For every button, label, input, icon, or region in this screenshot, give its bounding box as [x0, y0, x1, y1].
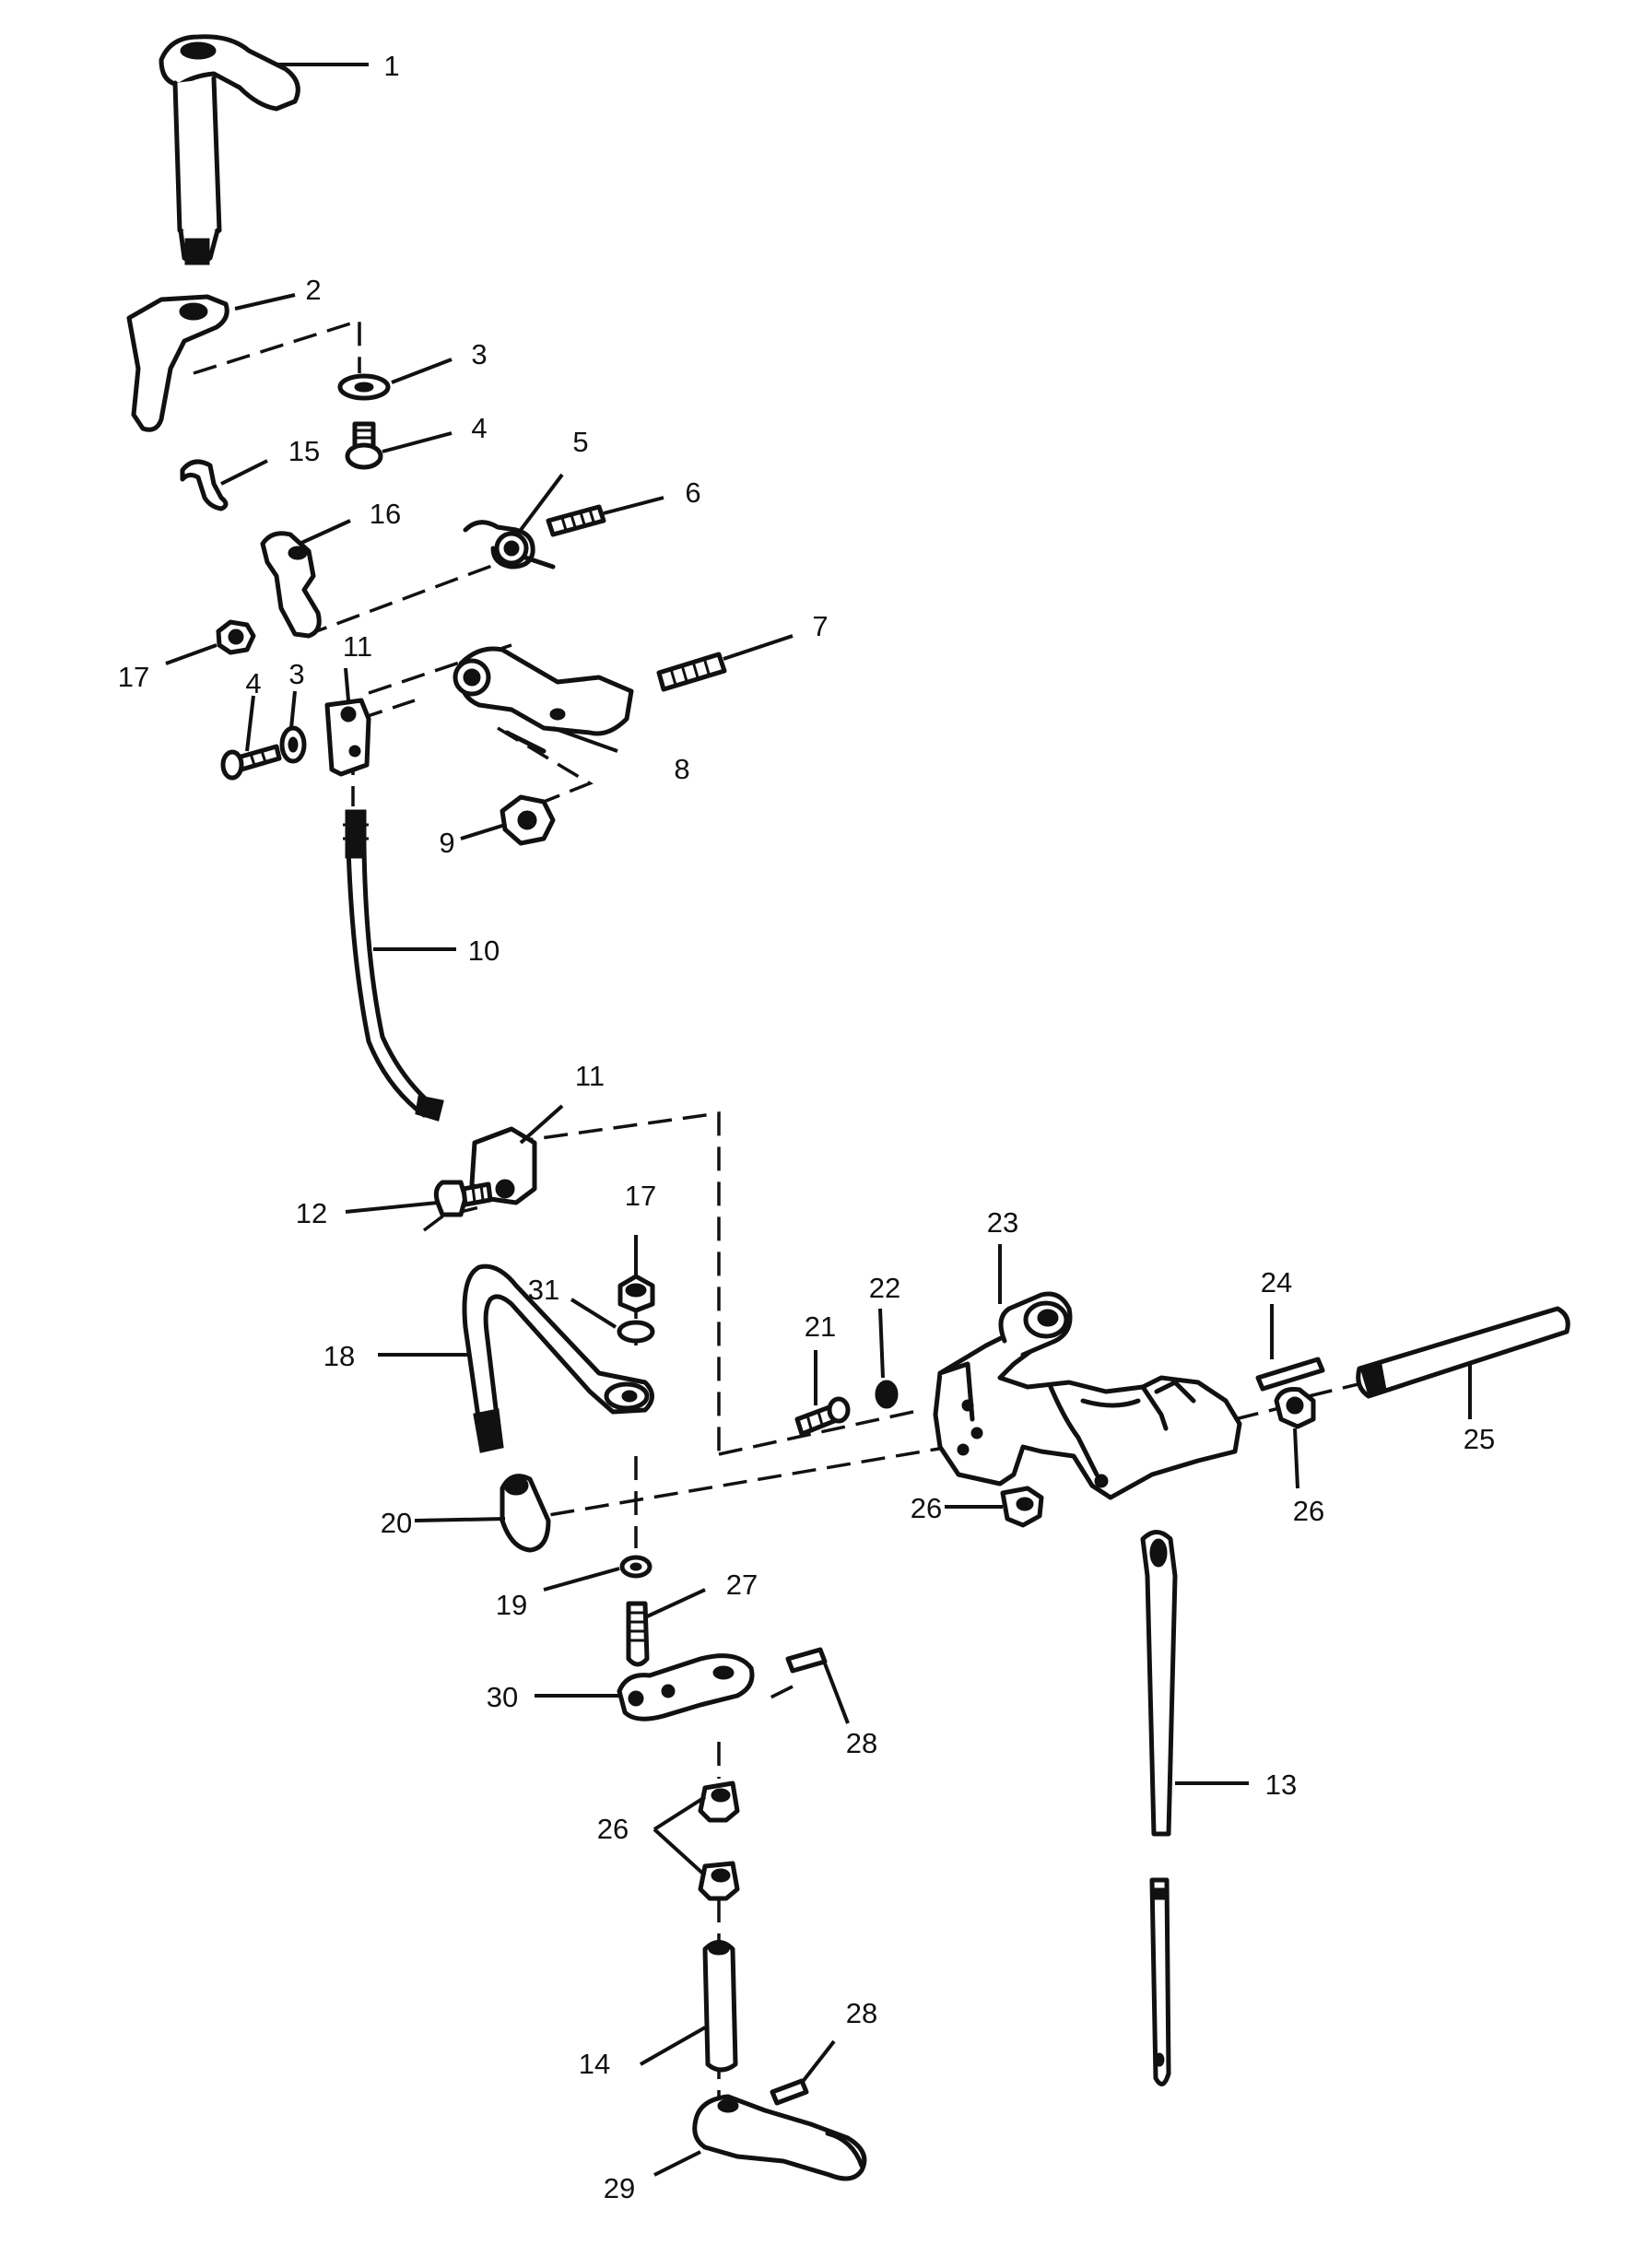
part-20-bushing	[500, 1474, 551, 1553]
part-3-washer-left	[279, 725, 307, 764]
part-12-screw	[433, 1180, 493, 1217]
assembly-lines	[193, 318, 1374, 2120]
callout-31: 31	[528, 1274, 559, 1306]
callout-4-left: 4	[245, 667, 261, 699]
callout-8: 8	[674, 753, 689, 785]
part-26-bushing-lower-a	[698, 1780, 740, 1823]
part-7-threaded-stud	[656, 652, 727, 692]
part-6-stud	[546, 504, 606, 537]
part-22-washer	[875, 1380, 899, 1409]
part-28-pin-lower	[770, 2078, 809, 2106]
callout-6: 6	[685, 476, 700, 509]
callout-17-lower: 17	[625, 1180, 656, 1212]
part-15-clip	[180, 459, 229, 511]
callout-26-middle: 26	[911, 1492, 942, 1524]
part-5-spring	[463, 520, 556, 570]
callout-4-upper: 4	[471, 412, 487, 444]
callout-1: 1	[383, 50, 399, 82]
part-27-stud	[626, 1601, 650, 1667]
part-14-pin-shaft	[702, 1940, 738, 2073]
callout-20: 20	[381, 1507, 412, 1539]
part-23-bracket-assembly	[933, 1291, 1242, 1500]
callout-12: 12	[296, 1197, 327, 1229]
part-30-bellcrank	[617, 1653, 755, 1722]
part-26-bushing-right	[1274, 1387, 1316, 1429]
part-21-screw	[794, 1396, 851, 1437]
callout-27: 27	[726, 1569, 758, 1601]
callout-24: 24	[1261, 1266, 1292, 1299]
callout-3-upper: 3	[471, 338, 487, 370]
callout-3-left: 3	[288, 658, 304, 690]
callout-17-upper: 17	[118, 661, 149, 693]
callout-15: 15	[288, 435, 320, 467]
part-4-screw-upper	[345, 421, 383, 470]
part-19-washer	[619, 1555, 653, 1579]
callout-11-upper: 11	[343, 630, 372, 663]
part-29-lower-lever	[692, 2094, 867, 2181]
part-2-lever	[126, 294, 229, 432]
callout-28-lower: 28	[846, 1997, 877, 2029]
part-18-bent-rod	[462, 1263, 654, 1453]
part-13-long-rod	[1140, 1530, 1178, 2086]
callout-28-upper: 28	[846, 1727, 877, 1759]
callout-29: 29	[604, 2172, 635, 2204]
part-31-washer	[617, 1320, 655, 1344]
callout-30: 30	[487, 1681, 518, 1713]
part-26-bushing-middle	[1000, 1486, 1044, 1528]
callout-23: 23	[987, 1206, 1018, 1239]
part-3-washer-upper	[337, 373, 391, 401]
callout-2: 2	[305, 274, 321, 306]
callout-21: 21	[805, 1310, 836, 1343]
part-4-screw-left	[220, 744, 282, 781]
callout-14: 14	[579, 2048, 610, 2080]
callout-25: 25	[1464, 1423, 1495, 1455]
callout-26-lower: 26	[597, 1813, 629, 1845]
callout-22: 22	[869, 1272, 900, 1304]
part-16-link	[260, 531, 322, 639]
part-17-nut-lower	[617, 1274, 655, 1313]
part-1-handle-shaft	[159, 34, 300, 265]
callout-labels: 1 2 3 4 15 5 6 16 7 17 11 4 3 8 9 10 11 …	[118, 50, 1495, 2204]
callout-16: 16	[370, 498, 401, 530]
part-25-long-shaft	[1356, 1306, 1570, 1399]
part-9-nut	[500, 794, 556, 846]
callout-7: 7	[812, 610, 828, 642]
part-17-nut-upper	[216, 619, 256, 655]
part-8-linkage-arm	[453, 646, 634, 754]
part-24-pin	[1255, 1357, 1325, 1392]
callout-5: 5	[572, 426, 588, 458]
leader-lines	[165, 63, 1472, 2177]
part-26-bushing-lower-b	[698, 1861, 740, 1901]
part-10-rod	[343, 809, 444, 1122]
callout-26-right: 26	[1293, 1495, 1324, 1527]
callout-11-lower: 11	[575, 1060, 605, 1092]
callout-9: 9	[439, 827, 454, 859]
part-11-connector-upper	[324, 698, 371, 777]
callout-13: 13	[1265, 1769, 1297, 1801]
callout-19: 19	[496, 1589, 527, 1621]
callout-18: 18	[323, 1340, 355, 1372]
callout-10: 10	[468, 934, 500, 967]
part-28-pin-upper	[785, 1647, 828, 1674]
